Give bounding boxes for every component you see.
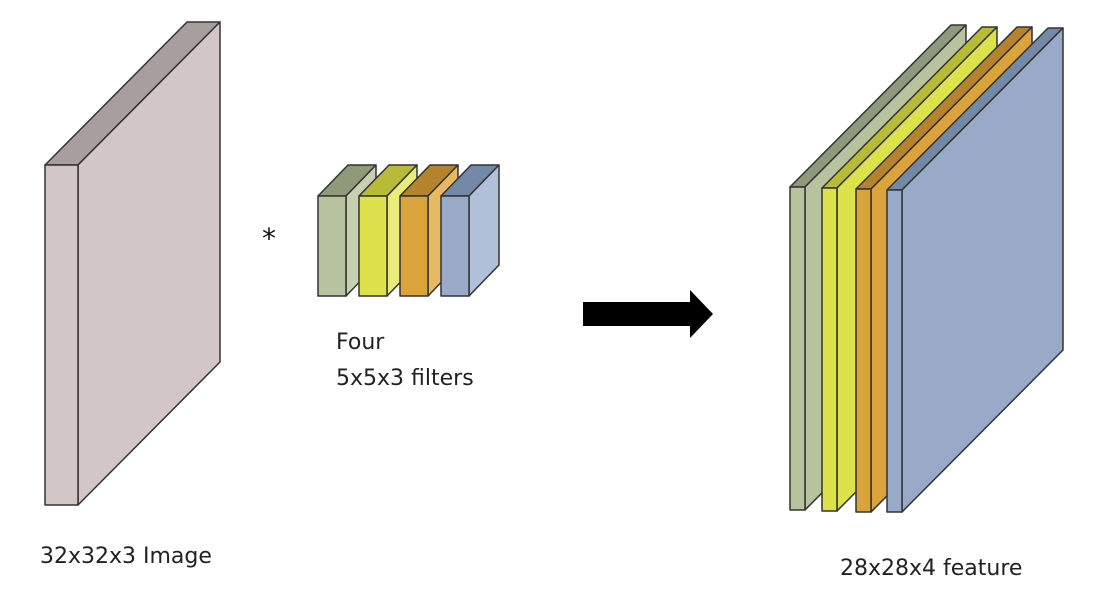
filters-label-line2: 5x5x3 filters [336,366,474,391]
filters-label-line1: Four [336,330,385,355]
right-arrow-icon [583,290,713,338]
input-image-slab [44,21,221,506]
input-image-label: 32x32x3 Image [40,544,212,569]
filter-stack [317,164,500,297]
input-slab-face [77,21,221,506]
convolution-operator: * [262,222,276,255]
feature-map-label: 28x28x4 feature [840,556,1023,581]
feature-map-stack [789,24,1064,513]
input-slab-front [44,164,79,506]
filter-4 [440,164,500,297]
feature-slab-4 [886,27,1064,513]
